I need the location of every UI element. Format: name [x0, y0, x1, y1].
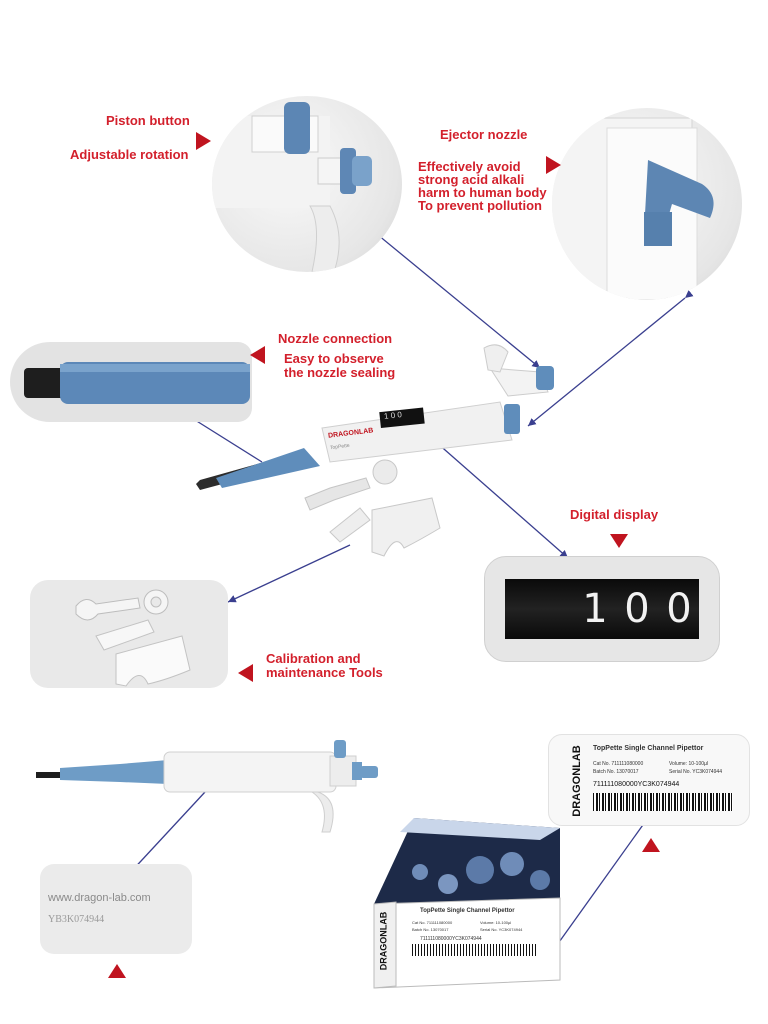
- label-barcode: [593, 793, 733, 811]
- digital-display-closeup: 1 0 0: [484, 556, 720, 662]
- display-digit-1: 1: [582, 586, 608, 632]
- label-ejector-desc-1: Effectively avoid: [418, 159, 521, 174]
- engraving-closeup: www.dragon-lab.com YB3K074944: [40, 864, 192, 954]
- label-title: TopPette Single Channel Pipettor: [593, 745, 704, 752]
- pointer-display: [610, 534, 628, 548]
- label-adjustable-rotation: Adjustable rotation: [70, 147, 189, 162]
- tools-closeup: [30, 580, 228, 688]
- box-title: TopPette Single Channel Pipettor: [420, 908, 515, 914]
- label-serial-no: Serial No. YC3K074944: [669, 769, 722, 775]
- leader-label: [551, 807, 656, 953]
- box-cat-no: Cat No. 711111080000: [412, 920, 453, 925]
- box-brand: DRAGONLAB: [378, 911, 389, 971]
- label-ejector-desc-3: harm to human body: [418, 185, 547, 200]
- leader-display: [411, 419, 569, 559]
- label-cat-no: Cat No. 711111080000: [593, 761, 644, 767]
- label-nozzle-connection: Nozzle connection: [278, 331, 393, 346]
- leader-tools: [227, 544, 351, 603]
- label-piston-button: Piston button: [106, 113, 190, 128]
- piston-closeup: [212, 96, 402, 272]
- box-serial-no: Serial No. YC3K074944: [480, 927, 523, 932]
- label-barcode-text: 711111080000YC3K074944: [593, 781, 680, 788]
- label-calibration-1: Calibration and: [266, 651, 361, 666]
- display-digit-2: 0: [624, 586, 650, 632]
- label-nozzle-desc-1: Easy to observe: [284, 351, 384, 366]
- label-volume: Volume: 10-100µl: [669, 761, 709, 767]
- pointer-calibration: [238, 664, 253, 682]
- ejector-illustration: [552, 117, 714, 300]
- pointer-piston: [196, 132, 211, 150]
- pointer-ejector: [546, 156, 561, 174]
- label-card: DRAGONLAB TopPette Single Channel Pipett…: [548, 734, 750, 826]
- display-window: 1 0 0: [505, 579, 699, 639]
- nozzle-illustration: [24, 362, 250, 404]
- pointer-nozzle: [250, 346, 265, 364]
- display-digit-3: 0: [666, 586, 692, 632]
- label-digital-display: Digital display: [570, 507, 659, 522]
- leader-ejector: [527, 290, 694, 427]
- box-batch-no: Batch No. 13070017: [412, 927, 449, 932]
- engraving-website: www.dragon-lab.com: [48, 892, 151, 904]
- label-calibration-2: maintenance Tools: [266, 665, 383, 680]
- label-batch-no: Batch No. 13070017: [593, 769, 639, 775]
- label-nozzle-desc-2: the nozzle sealing: [284, 365, 396, 380]
- box-barcode: [412, 944, 538, 956]
- pointer-label: [642, 838, 660, 852]
- piston-illustration: [212, 102, 372, 272]
- label-ejector-desc-4: To prevent pollution: [418, 198, 542, 213]
- nozzle-closeup: [10, 342, 252, 422]
- box-barcode-text: 711111080000YC3K074944: [420, 936, 482, 942]
- engraving-serial: YB3K074944: [48, 914, 105, 925]
- ejector-closeup: [552, 108, 742, 300]
- box-volume: Volume: 10-100µl: [480, 920, 512, 925]
- pointer-engraving: [108, 964, 126, 978]
- label-ejector-desc-2: strong acid alkali: [418, 172, 525, 187]
- label-ejector-nozzle: Ejector nozzle: [440, 127, 528, 142]
- tools-illustration: [75, 589, 191, 687]
